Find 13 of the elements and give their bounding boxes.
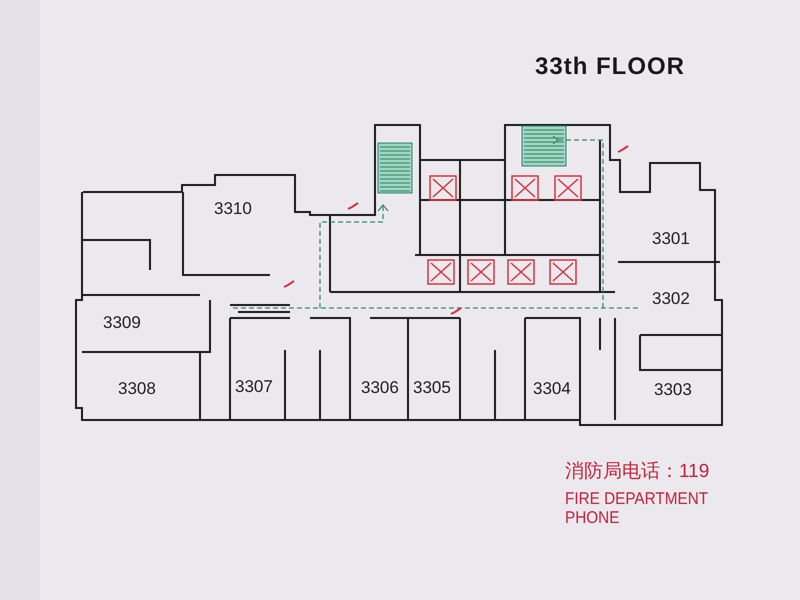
fire-phone-text: 消防局电话：119 bbox=[565, 462, 710, 483]
room-number: 3302 bbox=[652, 290, 690, 309]
room-number: 3309 bbox=[103, 314, 141, 333]
room-number: 3305 bbox=[413, 379, 451, 398]
fire-phone-text: FIRE DEPARTMENT PHONE bbox=[565, 490, 709, 528]
room-number: 3310 bbox=[214, 200, 252, 219]
room-number: 3304 bbox=[533, 380, 571, 399]
room-number: 3303 bbox=[654, 381, 692, 400]
floor-title: 33th FLOOR bbox=[535, 54, 686, 80]
room-number: 3308 bbox=[118, 380, 156, 399]
room-number: 3306 bbox=[361, 379, 399, 398]
room-number: 3307 bbox=[235, 378, 273, 397]
room-number: 3301 bbox=[652, 230, 690, 249]
